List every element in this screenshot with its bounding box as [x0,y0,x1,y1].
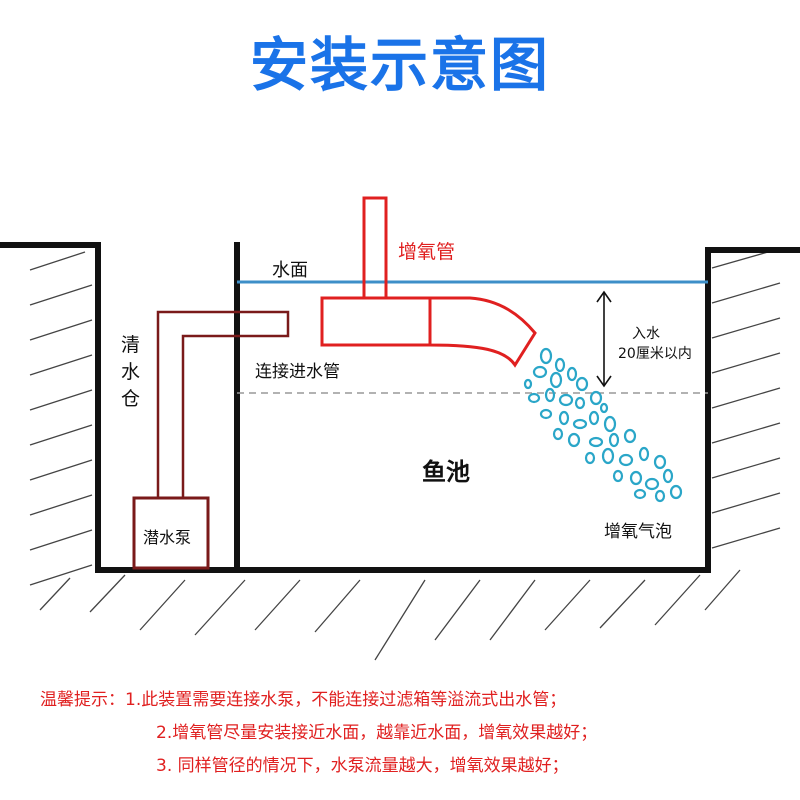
bubble [567,432,581,448]
bubble [669,484,683,500]
bubble [633,488,647,500]
bubble [603,415,617,433]
clear-water-tank-label-1: 清 [121,334,140,356]
bubble [601,447,615,465]
inlet-pipe [156,310,290,500]
submersible-pump-label: 潜水泵 [143,528,191,547]
bubble [638,446,650,462]
tank-walls [0,242,800,573]
bubble [653,454,667,470]
bubble [608,432,620,448]
bubble [558,393,574,407]
bubble [589,390,603,406]
bubble [527,392,541,404]
tip-line: 2.增氧管尽量安装接近水面，越靠近水面，增氧效果越好； [156,723,598,743]
bubble [662,468,674,484]
bubble [584,451,596,465]
bubble [554,357,566,373]
fish-pond-label: 鱼池 [422,458,470,486]
bubble [539,347,553,365]
bubbles-label: 增氧气泡 [604,522,672,542]
tip-row-3: 3. 同样管径的情况下，水泵流量越大，增氧效果越好； [40,750,780,783]
bubble [612,469,624,483]
tip-line: 1.此装置需要连接水泵，不能连接过滤箱等溢流式出水管； [125,690,567,710]
bubble [544,387,556,403]
tips-prefix: 温馨提示： [40,690,125,710]
clear-water-tank-label-3: 仓 [121,388,140,410]
bubble [558,410,570,426]
tip-row-1: 温馨提示：1.此装置需要连接水泵，不能连接过滤箱等溢流式出水管； [40,684,780,717]
outer-wall [0,242,800,573]
submersible-pump-box [132,496,210,570]
depth-label-line2: 20厘米以内 [618,346,692,362]
bubble [588,410,600,426]
oxygen-pipe-label: 增氧管 [398,241,455,263]
clear-water-tank-label-2: 水 [121,361,140,383]
warm-tips: 温馨提示：1.此装置需要连接水泵，不能连接过滤箱等溢流式出水管； 2.增氧管尽量… [40,684,780,783]
depth-label-line1: 入水 [632,326,660,342]
inlet-pipe-label: 连接进水管 [255,362,340,382]
bubble [549,371,563,389]
bubble [523,378,533,390]
bubble [574,396,586,410]
bubble [599,402,609,414]
bubble [552,427,564,441]
tip-row-2: 2.增氧管尽量安装接近水面，越靠近水面，增氧效果越好； [40,717,780,750]
depth-arrow [596,290,612,388]
bubble [629,470,643,486]
bubble [539,408,553,420]
bubble [623,428,637,444]
bubble [588,436,604,448]
oxygen-pipe [320,196,537,368]
bubble [575,376,589,392]
water-surface-label: 水面 [272,260,308,281]
diagram-title: 安装示意图 [249,31,550,99]
oxygen-bubbles [523,347,683,503]
bubble [644,477,660,491]
bubble [618,453,634,467]
bubble [572,418,588,430]
ground-hatching [29,249,781,661]
tip-line: 3. 同样管径的情况下，水泵流量越大，增氧效果越好； [156,756,569,776]
bubble [566,366,578,382]
bubble [532,365,548,379]
bubble [654,489,666,503]
